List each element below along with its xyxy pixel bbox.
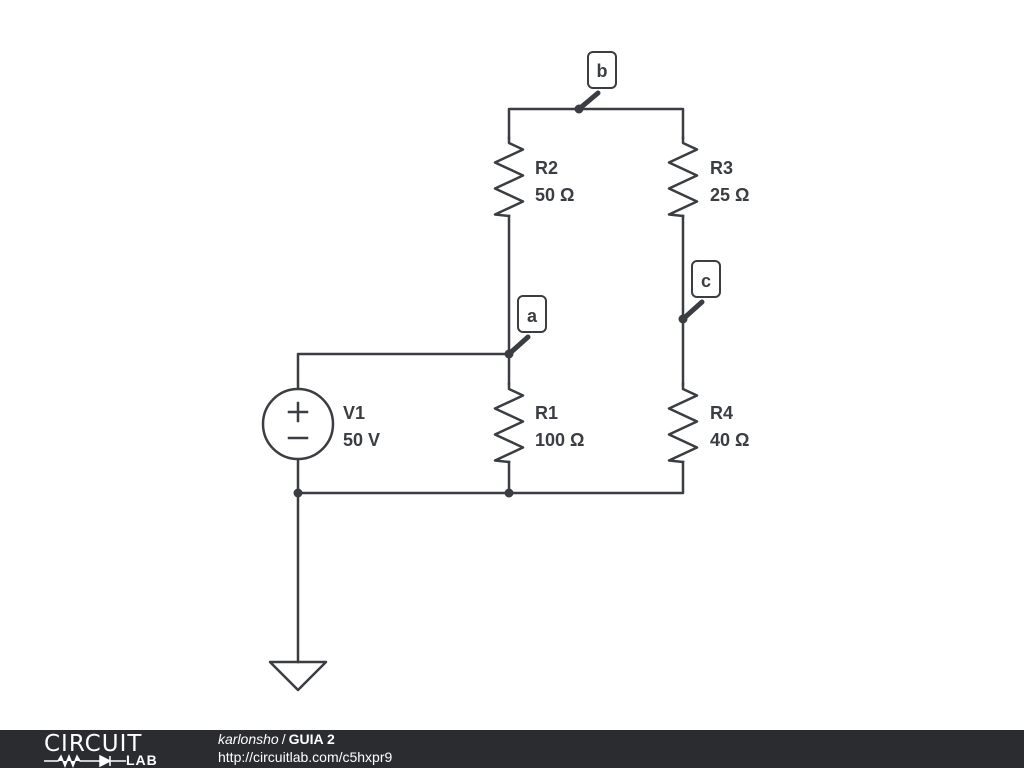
r2-name: R2 (535, 158, 558, 178)
r1-name: R1 (535, 403, 558, 423)
node-tag-b[interactable]: b (576, 51, 617, 112)
r3-value: 25 Ω (710, 185, 749, 205)
circuit-schematic: R2 50 Ω R3 25 Ω R1 100 Ω R4 40 Ω V1 50 V (261, 51, 749, 692)
logo-text-top: CIRCUIT (44, 731, 143, 757)
logo-resistor-diode-icon (44, 754, 126, 768)
plus-icon (287, 401, 309, 423)
circuitlab-logo[interactable]: CIRCUIT LAB (44, 732, 176, 768)
v1-name: V1 (343, 403, 365, 423)
footer-bar: CIRCUIT LAB karlonsho/GUIA 2 http://circ… (0, 730, 1024, 768)
circuit-title[interactable]: GUIA 2 (288, 731, 335, 747)
author-link[interactable]: karlonsho (218, 731, 279, 747)
logo-text-bottom: LAB (126, 752, 158, 768)
ground-icon[interactable] (268, 660, 328, 692)
junction-r1-bottom (504, 488, 514, 498)
r3-name: R3 (710, 158, 733, 178)
resistor-r1[interactable]: R1 100 Ω (493, 382, 584, 464)
v1-value: 50 V (343, 430, 380, 450)
node-c-label: c (701, 271, 711, 291)
r2-value: 50 Ω (535, 185, 574, 205)
credit-separator: / (281, 731, 286, 747)
node-tag-a[interactable]: a (506, 295, 547, 357)
voltage-source-v1[interactable]: V1 50 V (261, 387, 380, 461)
wire-a-v1 (296, 352, 511, 390)
circuit-url[interactable]: http://circuitlab.com/c5hxpr9 (218, 749, 393, 765)
wire-bottom (296, 458, 685, 495)
wire-top (507, 107, 685, 140)
r1-value: 100 Ω (535, 430, 584, 450)
junction-ground (293, 488, 303, 498)
node-tag-c[interactable]: c (680, 260, 721, 322)
circuit-credit: karlonsho/GUIA 2 (218, 731, 335, 748)
resistor-r3[interactable]: R3 25 Ω (667, 136, 749, 218)
wires (296, 107, 685, 664)
resistor-r4[interactable]: R4 40 Ω (667, 382, 749, 464)
r4-value: 40 Ω (710, 430, 749, 450)
node-b-label: b (597, 61, 608, 81)
resistor-r2[interactable]: R2 50 Ω (493, 136, 574, 218)
node-a-label: a (527, 306, 538, 326)
r4-name: R4 (710, 403, 733, 423)
